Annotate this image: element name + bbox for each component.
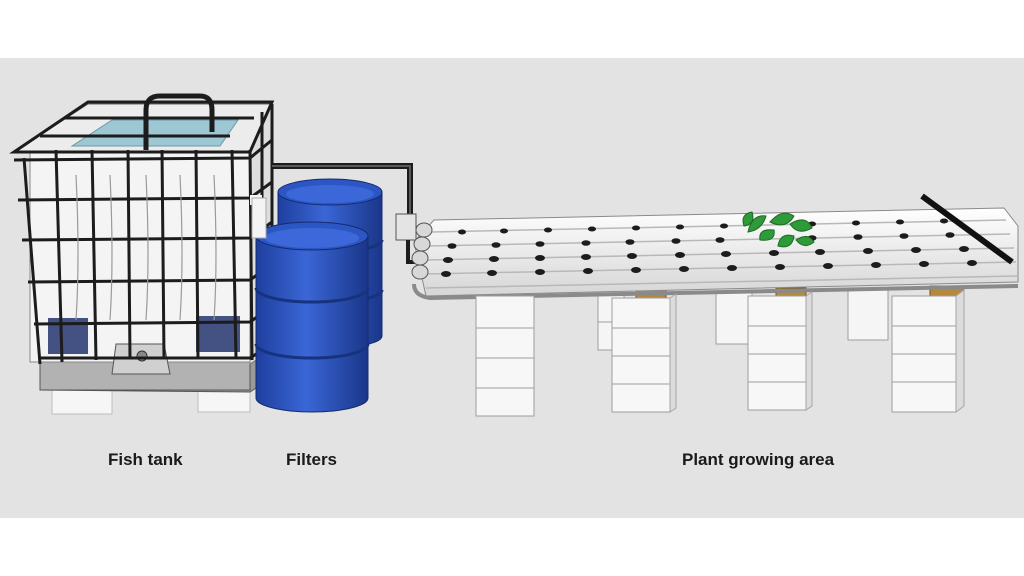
- filters: [251, 178, 420, 413]
- plant-leaves: [742, 211, 815, 248]
- label-plant-growing-area: Plant growing area: [682, 450, 835, 469]
- plant-growing-area: [411, 193, 1019, 417]
- support-columns-front: [475, 295, 957, 417]
- filter-outlet-valve: [395, 213, 417, 241]
- end-rail: [920, 193, 1014, 265]
- planting-holes: [441, 218, 977, 277]
- fish-tank: [9, 93, 413, 415]
- inlet-fittings: [411, 222, 433, 280]
- return-pipe: [143, 93, 215, 150]
- label-filters: Filters: [286, 450, 338, 469]
- label-fish-tank: Fish tank: [108, 450, 183, 469]
- water-surface: [70, 119, 239, 147]
- grow-pipes: [425, 219, 1019, 289]
- filter-barrel-front: [254, 221, 370, 413]
